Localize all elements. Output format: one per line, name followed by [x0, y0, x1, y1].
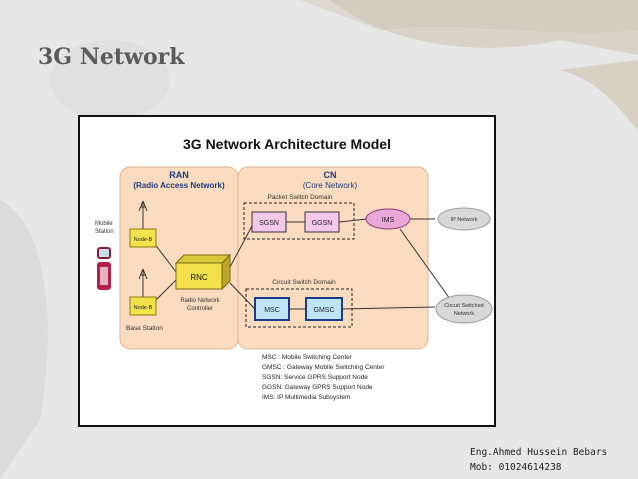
legend-item: GMSC : Gateway Mobile Switching Center	[262, 364, 385, 371]
ggsn-label: GGSN	[312, 220, 333, 227]
footer-name: Eng.Ahmed Hussein Bebars	[470, 447, 608, 458]
circuit-network-label-1: Circuit Switched	[444, 303, 483, 309]
ran-label: RAN	[169, 170, 189, 180]
node-b-bottom-label: Node-B	[134, 305, 153, 311]
legend-item: MSC : Mobile Switching Center	[262, 354, 353, 361]
packet-domain-label: Packet Switch Domain	[267, 194, 332, 201]
legend: MSC : Mobile Switching Center GMSC : Gat…	[262, 354, 385, 401]
packet-domain-box	[243, 202, 355, 240]
architecture-diagram: 3G Network Architecture Model RAN (Radio…	[78, 115, 496, 427]
legend-item: SGSN: Service GPRS Support Node	[262, 374, 368, 381]
mobile-station-label-1: Mobile	[95, 221, 113, 227]
ip-network-label: IP Network	[451, 217, 478, 223]
diagram-title: 3G Network Architecture Model	[183, 136, 391, 152]
circuit-domain-label: Circuit Switch Domain	[272, 279, 336, 286]
rnc-caption-1: Radio Network	[180, 298, 220, 304]
mobile-station-label-2: Station	[95, 229, 114, 235]
footer: Eng.Ahmed Hussein Bebars Mob: 0102461423…	[470, 445, 607, 475]
node-b-top	[129, 228, 157, 248]
sgsn-label: SGSN	[259, 220, 279, 227]
ran-full-label: (Radio Access Network)	[133, 181, 225, 190]
legend-item: GGSN: Gateway GPRS Support Node	[262, 384, 373, 391]
rnc-box	[174, 253, 232, 291]
node-b-bottom	[129, 296, 157, 316]
circuit-network-cloud	[435, 294, 493, 324]
gmsc-label: GMSC	[314, 307, 335, 314]
msc-label: MSC	[264, 307, 280, 314]
antenna-icon-bottom	[138, 268, 148, 297]
rnc-label: RNC	[190, 273, 208, 282]
rnc-caption-2: Controller	[187, 306, 213, 312]
legend-item: IMS: IP Multimedia Subsystem	[262, 394, 350, 401]
cn-label: CN	[324, 170, 337, 180]
ims-cloud	[365, 208, 411, 230]
node-b-top-label: Node-B	[134, 237, 153, 243]
circuit-network-label-2: Network	[454, 311, 474, 317]
slide-title: 3G Network	[38, 44, 185, 70]
base-station-label: Base Station	[126, 325, 163, 332]
mobile-phone-icon	[97, 247, 111, 290]
cn-full-label: (Core Network)	[303, 181, 358, 190]
footer-mobile: Mob: 01024614238	[470, 462, 562, 473]
antenna-icon-top	[138, 200, 148, 229]
circuit-domain-box	[245, 288, 353, 328]
ip-network-cloud	[437, 207, 491, 231]
ims-label: IMS	[382, 217, 395, 224]
